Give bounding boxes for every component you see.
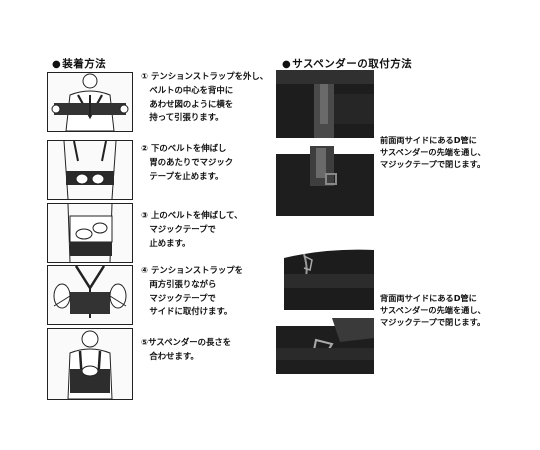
- step-1-illustration: [47, 72, 133, 132]
- step-4-illustration: [47, 265, 133, 325]
- front-caption: 前面両サイドにあるD管に サスペンダーの先端を通し、 マジックテープで閉じます。: [380, 135, 486, 170]
- mounting-method-heading-text: 装着方法: [62, 58, 107, 70]
- step-2-illustration: [47, 140, 133, 200]
- step-2-text: ② 下のベルトを伸ばし 胃のあたりでマジック テープを止めます。: [141, 143, 234, 181]
- bullet-icon: ●: [52, 59, 62, 70]
- step-3-illustration: [47, 203, 133, 263]
- suspender-attach-heading-text: サスペンダーの取付方法: [292, 58, 413, 70]
- step-5-illustration: [47, 328, 133, 400]
- mounting-method-heading: ●装着方法: [52, 56, 106, 71]
- back-strap-photo-2: [276, 318, 374, 374]
- front-strap-photo-1: [276, 70, 374, 138]
- step-1-text: ① テンションストラップを外し、 ベルトの中心を背中に あわせ図のように横を 持…: [141, 71, 269, 123]
- step-3-text: ③ 上のベルトを伸ばして、 マジックテープで 止めます。: [141, 210, 243, 248]
- step-5-text: ⑤サスペンダーの長さを 合わせます。: [141, 337, 232, 361]
- step-4-text: ④ テンションストラップを 両方引張りながら マジックテープで サイドに取付けま…: [141, 265, 243, 317]
- back-caption: 背面両サイドにあるD管に サスペンダーの先端を通し、 マジックテープで閉じます。: [380, 293, 486, 328]
- suspender-attach-heading: ●サスペンダーの取付方法: [282, 56, 412, 71]
- back-strap-photo-1: [276, 244, 374, 310]
- front-strap-photo-2: [276, 146, 374, 216]
- bullet-icon: ●: [282, 59, 292, 70]
